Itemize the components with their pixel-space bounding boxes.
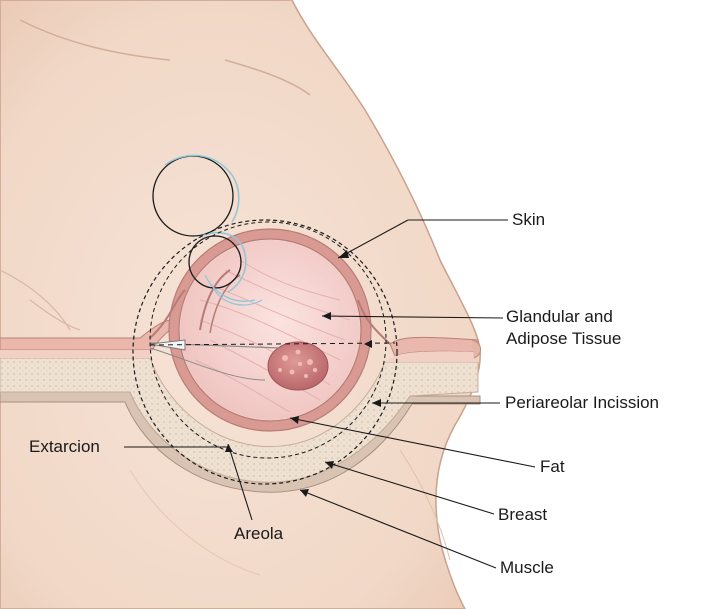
label-fat: Fat [540,457,565,476]
label-skin: Skin [512,210,546,229]
label-periareolar-incision: Periareolar Incission [505,393,660,412]
leader-breast [324,461,495,515]
label-extarcion: Extarcion [29,437,100,456]
surgical-instrument [149,339,186,351]
outer-capsule-ring [169,229,371,431]
leader-fat [289,417,536,468]
tumor-mass [267,341,329,391]
leader-glandular [321,315,504,319]
label-glandular-line1: Glandular and [506,307,613,326]
label-muscle: Muscle [500,558,554,577]
leader-areola [227,443,253,521]
leader-muscle [299,489,497,569]
glandular-tissue [180,240,360,420]
label-breast: Breast [498,505,548,524]
incision-outline-inner [149,221,387,459]
incision-outline-outer [132,219,398,485]
fat-layer [0,357,479,483]
label-glandular-adipose-tissue: Glandular and Adipose Tissue [506,306,621,350]
label-areola: Areola [234,524,284,543]
label-glandular-line2: Adipose Tissue [506,329,622,348]
